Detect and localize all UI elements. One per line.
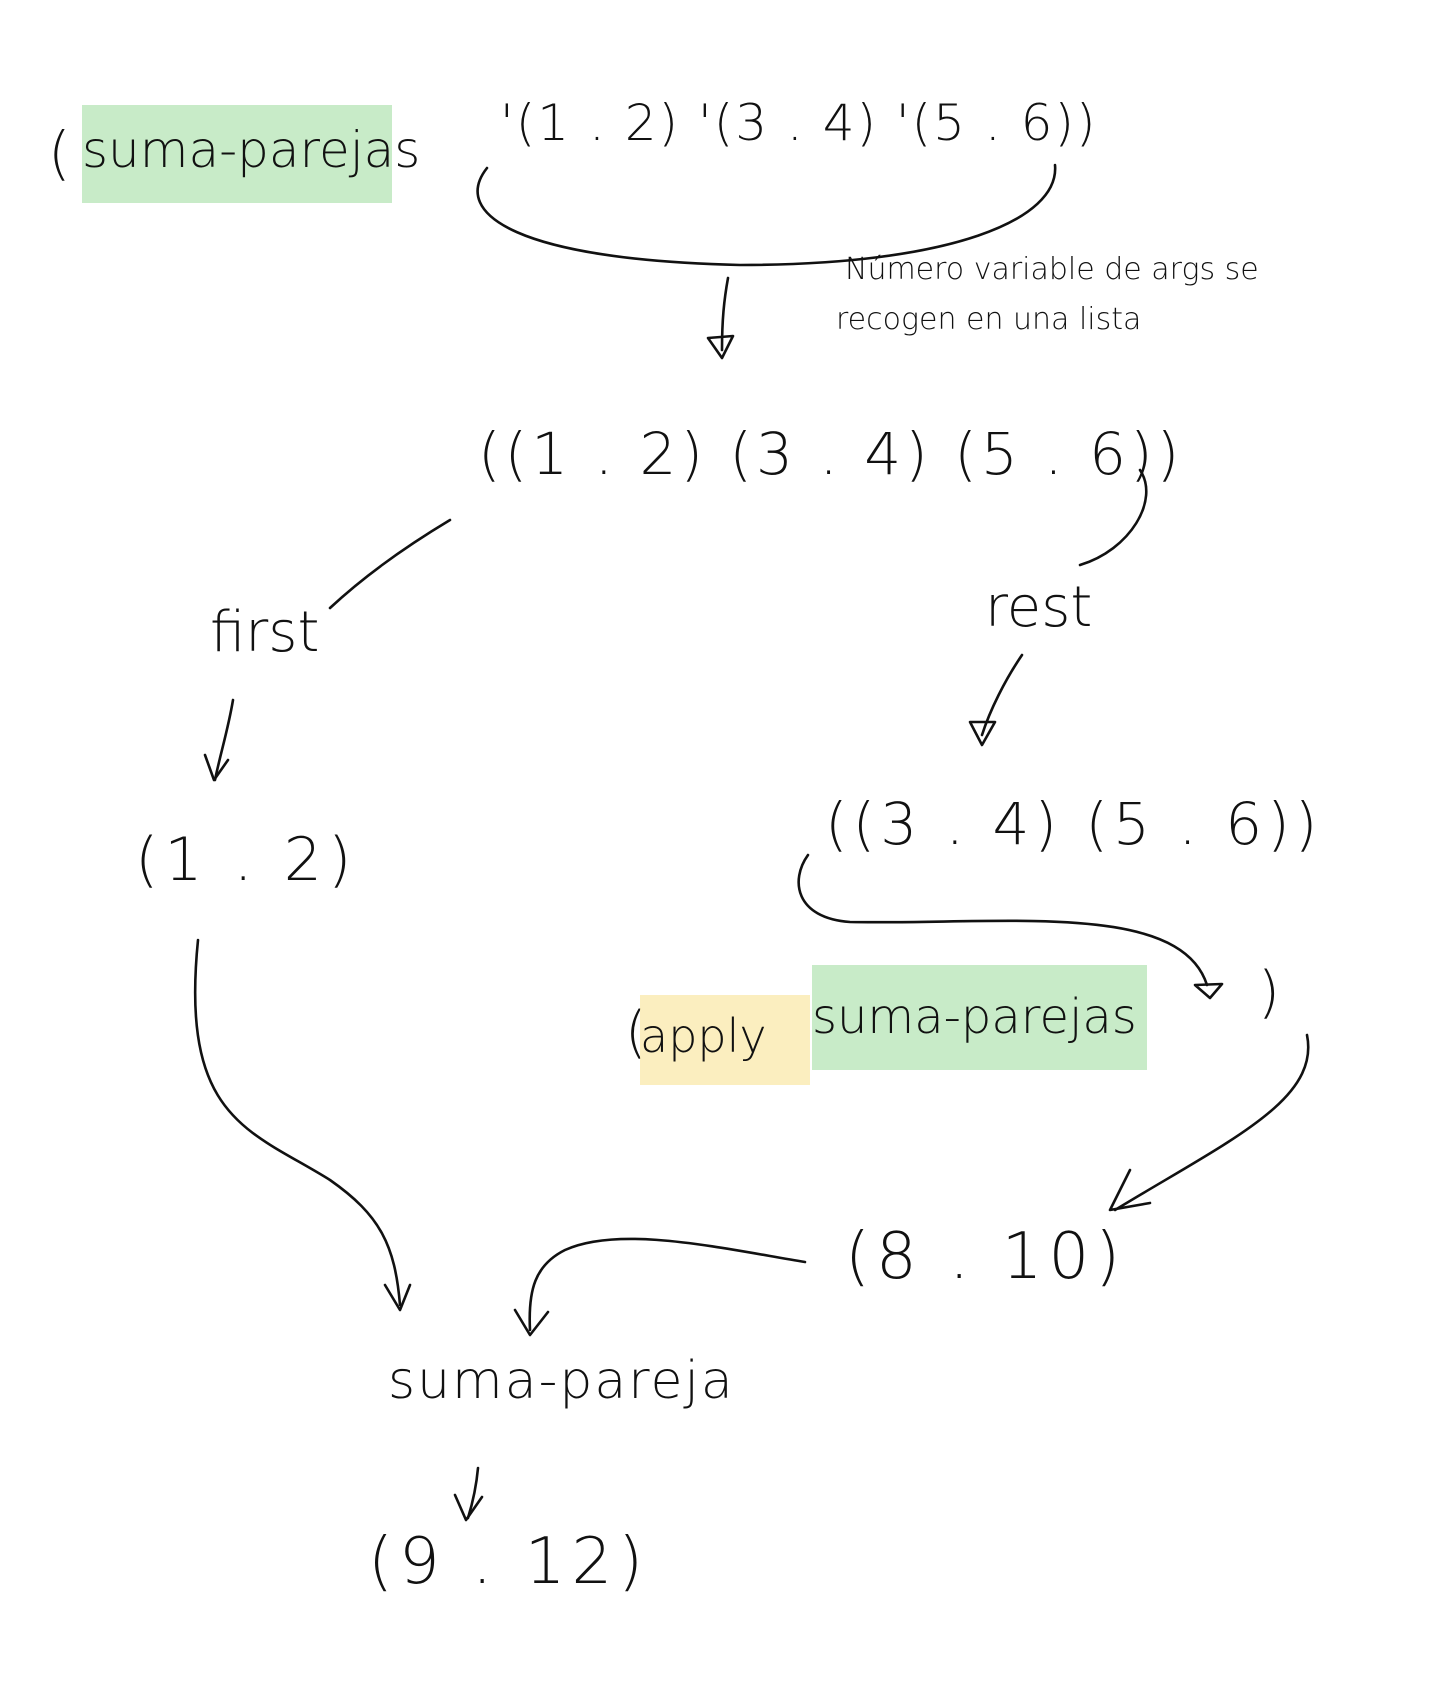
- first-value-to-combiner-arrow-head: [383, 1283, 412, 1312]
- collect-arrow-head: [706, 334, 735, 360]
- call-open-paren: (: [48, 119, 71, 187]
- first-label: first: [210, 600, 320, 665]
- annotation-line-2: recogen en una lista: [836, 302, 1142, 337]
- combiner-function: suma-pareja: [388, 1351, 735, 1411]
- rest-arrow-line: [1078, 468, 1148, 567]
- first-value: (1 . 2): [135, 825, 358, 895]
- first-arrow-shaft: [213, 698, 235, 782]
- args-collect-brace: [476, 163, 1057, 267]
- first-arrow-line: [328, 518, 452, 610]
- apply-word: apply: [640, 995, 810, 1085]
- collect-arrow-shaft: [720, 276, 730, 352]
- apply-close-paren: ): [1258, 960, 1280, 1025]
- apply-function-name: suma-parejas: [812, 965, 1147, 1070]
- rest-to-apply-arrow-head: [1193, 982, 1224, 1000]
- rest-arrow-head: [968, 720, 997, 747]
- recursive-result-to-combiner-arrow: [528, 1237, 807, 1332]
- recursive-result: (8 . 10): [845, 1220, 1127, 1294]
- rest-label: rest: [985, 575, 1093, 640]
- rest-to-apply-arrow: [797, 853, 1209, 987]
- collected-list: ((1 . 2) (3 . 4) (5 . 6)): [478, 420, 1184, 488]
- rest-value: ((3 . 4) (5 . 6)): [825, 790, 1323, 858]
- annotation-line-1: Número variable de args se: [845, 252, 1259, 287]
- rest-arrow-shaft: [980, 653, 1024, 737]
- final-result: (9 . 12): [368, 1525, 650, 1599]
- call-args: '(1 . 2) '(3 . 4) '(5 . 6)): [500, 94, 1098, 152]
- apply-to-result-arrow: [1113, 1033, 1310, 1212]
- combiner-to-final-arrow-head: [453, 1493, 484, 1522]
- first-arrow-head: [203, 753, 230, 782]
- apply-to-result-arrow-head: [1108, 1168, 1152, 1212]
- recursive-result-to-combiner-arrow-head: [513, 1308, 550, 1337]
- first-value-to-combiner-arrow: [193, 938, 402, 1307]
- call-function-name: suma-parejas: [82, 105, 420, 203]
